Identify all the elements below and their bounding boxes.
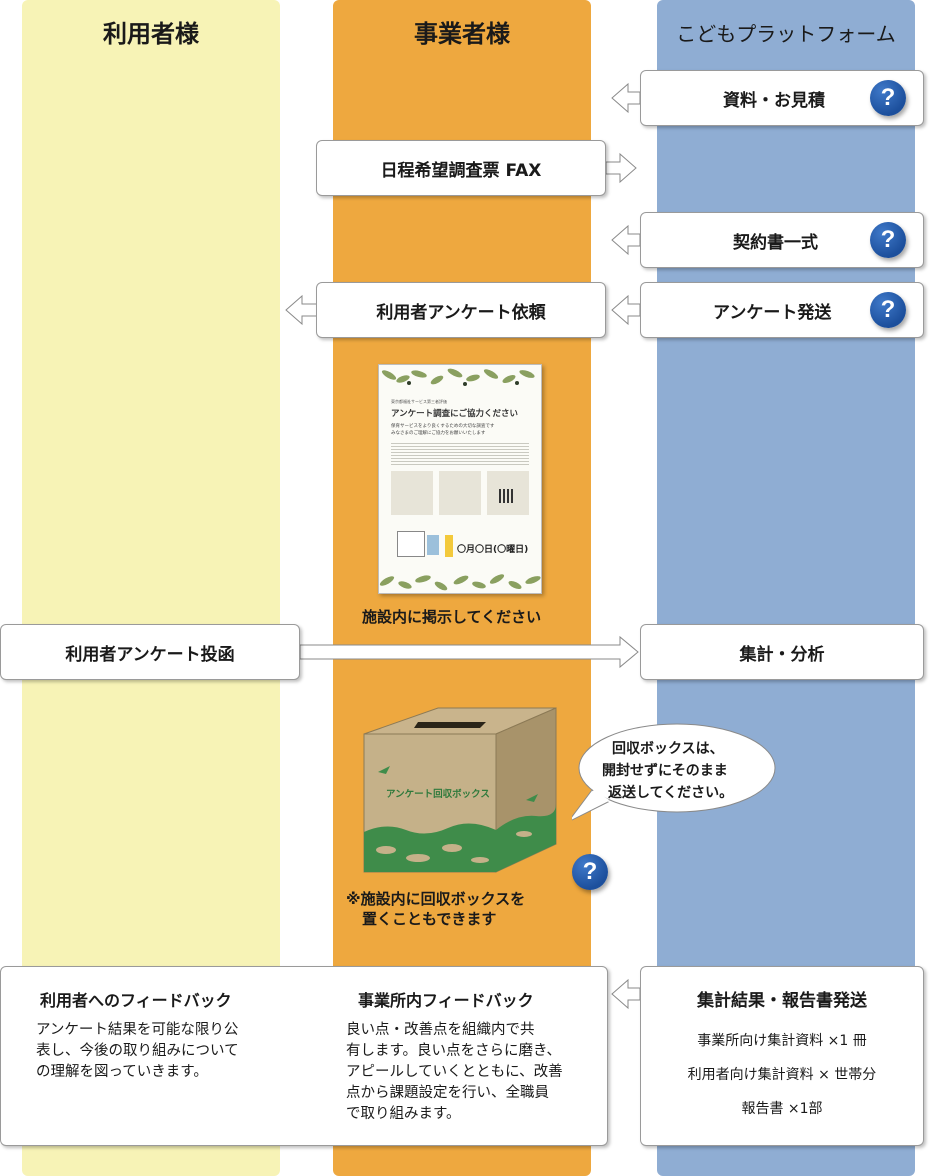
arrow-materials <box>611 82 641 114</box>
poster-date: 〇月〇日(〇曜日) <box>457 545 529 555</box>
aggregate-label: 集計・分析 <box>739 644 825 665</box>
report-box <box>640 966 924 1146</box>
help-icon[interactable]: ? <box>870 222 906 258</box>
lane-title-platform: こどもプラットフォーム <box>676 22 896 46</box>
office-feedback-body-3: アピールしていくとともに、改善 <box>346 1064 563 1080</box>
arrow-contract <box>611 224 641 256</box>
help-icon[interactable]: ? <box>572 854 608 890</box>
report-item-1: 事業所向け集計資料 ×1 冊 <box>697 1033 867 1049</box>
speech-line2: 開封せずにそのまま <box>602 763 728 779</box>
user-feedback-title: 利用者へのフィードバック <box>40 991 232 1010</box>
survey-request-label: 利用者アンケート依頼 <box>376 302 546 323</box>
office-feedback-body-5: で取り組みます。 <box>346 1106 461 1122</box>
collection-box-label: アンケート回収ボックス <box>386 789 490 800</box>
survey-poster: 東京都福祉サービス第三者評価 アンケート調査にご協力ください 保育サービスをより… <box>378 364 542 594</box>
arrow-survey-send <box>611 294 641 326</box>
schedule-fax-label: 日程希望調査票 FAX <box>380 160 542 181</box>
poster-leaves-top <box>381 368 535 386</box>
poster-qr <box>499 489 513 503</box>
materials-label: 資料・お見積 <box>723 90 825 111</box>
aggregate-box: 集計・分析 <box>640 624 924 680</box>
arrow-survey-request <box>285 294 319 326</box>
arrow-fax <box>605 152 637 184</box>
box-note-line2: 置くこともできます <box>362 910 497 928</box>
user-feedback-body-1: アンケート結果を可能な限り公 <box>36 1022 239 1038</box>
survey-submit-label: 利用者アンケート投函 <box>65 644 235 665</box>
report-item-3: 報告書 ×1部 <box>741 1101 823 1117</box>
lane-title-user: 利用者様 <box>103 20 199 48</box>
survey-send-label: アンケート発送 <box>713 302 832 323</box>
poster-caption: 施設内に掲示してください <box>362 608 542 626</box>
survey-submit-box: 利用者アンケート投函 <box>0 624 300 680</box>
poster-leaves-bottom <box>379 574 541 591</box>
contract-label: 契約書一式 <box>733 232 818 253</box>
poster-text-block <box>391 441 529 465</box>
survey-send-box: アンケート発送 <box>640 282 924 338</box>
poster-headline: アンケート調査にご協力ください <box>391 409 518 419</box>
box-note-line1: ※施設内に回収ボックスを <box>346 890 526 908</box>
feedback-box <box>0 966 608 1146</box>
arrow-report <box>611 978 641 1010</box>
schedule-fax-box: 日程希望調査票 FAX <box>316 140 606 196</box>
poster-sub2: みなさまのご理解にご協力をお願いいたします <box>391 431 486 436</box>
collection-box-illustration <box>363 707 557 873</box>
user-feedback-body-3: の理解を図っていきます。 <box>36 1064 208 1080</box>
lane-title-business: 事業者様 <box>414 20 510 48</box>
help-icon[interactable]: ? <box>870 80 906 116</box>
help-icon[interactable]: ? <box>870 292 906 328</box>
poster-doc-image <box>397 531 425 557</box>
arrow-survey-submit <box>299 635 639 669</box>
report-title: 集計結果・報告書発送 <box>697 991 867 1011</box>
office-feedback-body-2: 有します。良い点をさらに磨き、 <box>346 1043 562 1059</box>
poster-panel-1 <box>391 471 433 515</box>
poster-box-image <box>427 535 439 555</box>
poster-date-badge <box>445 535 453 557</box>
office-feedback-title: 事業所内フィードバック <box>358 991 534 1010</box>
poster-panel-2 <box>439 471 481 515</box>
poster-sub1: 保育サービスをより良くするための大切な調査です <box>391 424 495 429</box>
survey-request-box: 利用者アンケート依頼 <box>316 282 606 338</box>
office-feedback-body-4: 点から課題設定を行い、全職員 <box>346 1085 549 1101</box>
speech-line3: 返送してください。 <box>608 785 734 801</box>
report-item-2: 利用者向け集計資料 × 世帯分 <box>687 1067 877 1083</box>
office-feedback-body-1: 良い点・改善点を組織内で共 <box>346 1022 535 1038</box>
poster-org: 東京都福祉サービス第三者評価 <box>391 399 447 404</box>
user-feedback-body-2: 表し、今後の取り組みについて <box>36 1043 239 1059</box>
speech-line1: 回収ボックスは、 <box>612 741 724 757</box>
speech-bubble <box>572 723 776 821</box>
